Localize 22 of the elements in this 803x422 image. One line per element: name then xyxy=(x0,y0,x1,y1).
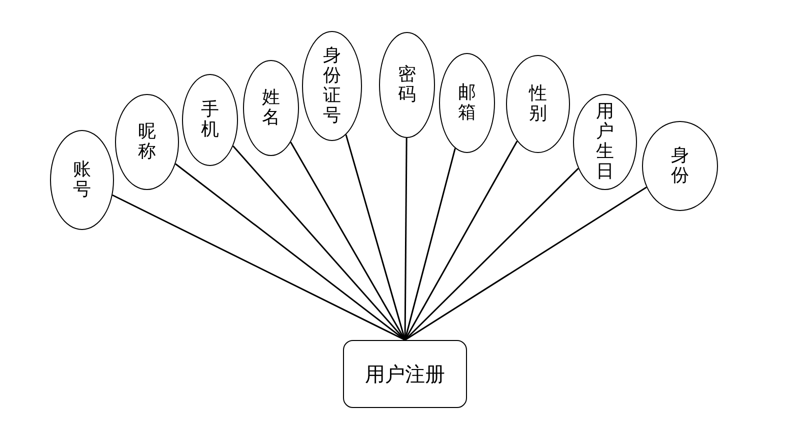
attribute-label: 密码 xyxy=(398,65,416,105)
attribute-label: 手机 xyxy=(201,100,219,140)
entity-label: 用户注册 xyxy=(365,360,445,388)
connector-line xyxy=(175,163,406,341)
attribute-label: 昵称 xyxy=(138,122,156,162)
entity-box xyxy=(343,340,467,408)
attribute-label: 邮箱 xyxy=(458,83,476,123)
attribute-label: 身份证号 xyxy=(323,46,341,126)
connector-line xyxy=(345,134,406,340)
attribute-label: 身份 xyxy=(671,146,689,186)
connector-line xyxy=(404,140,518,340)
attribute-label: 账号 xyxy=(73,160,91,200)
attribute-label: 用户生日 xyxy=(596,102,614,182)
connector-line xyxy=(290,142,406,340)
attribute-label: 姓名 xyxy=(262,88,280,128)
connector-line xyxy=(404,138,408,340)
connector-line xyxy=(404,148,456,340)
attribute-label: 性别 xyxy=(529,84,547,124)
connector-line xyxy=(112,194,406,341)
connector-line xyxy=(232,146,406,340)
connector-line xyxy=(404,186,647,341)
connector-line xyxy=(404,168,579,341)
